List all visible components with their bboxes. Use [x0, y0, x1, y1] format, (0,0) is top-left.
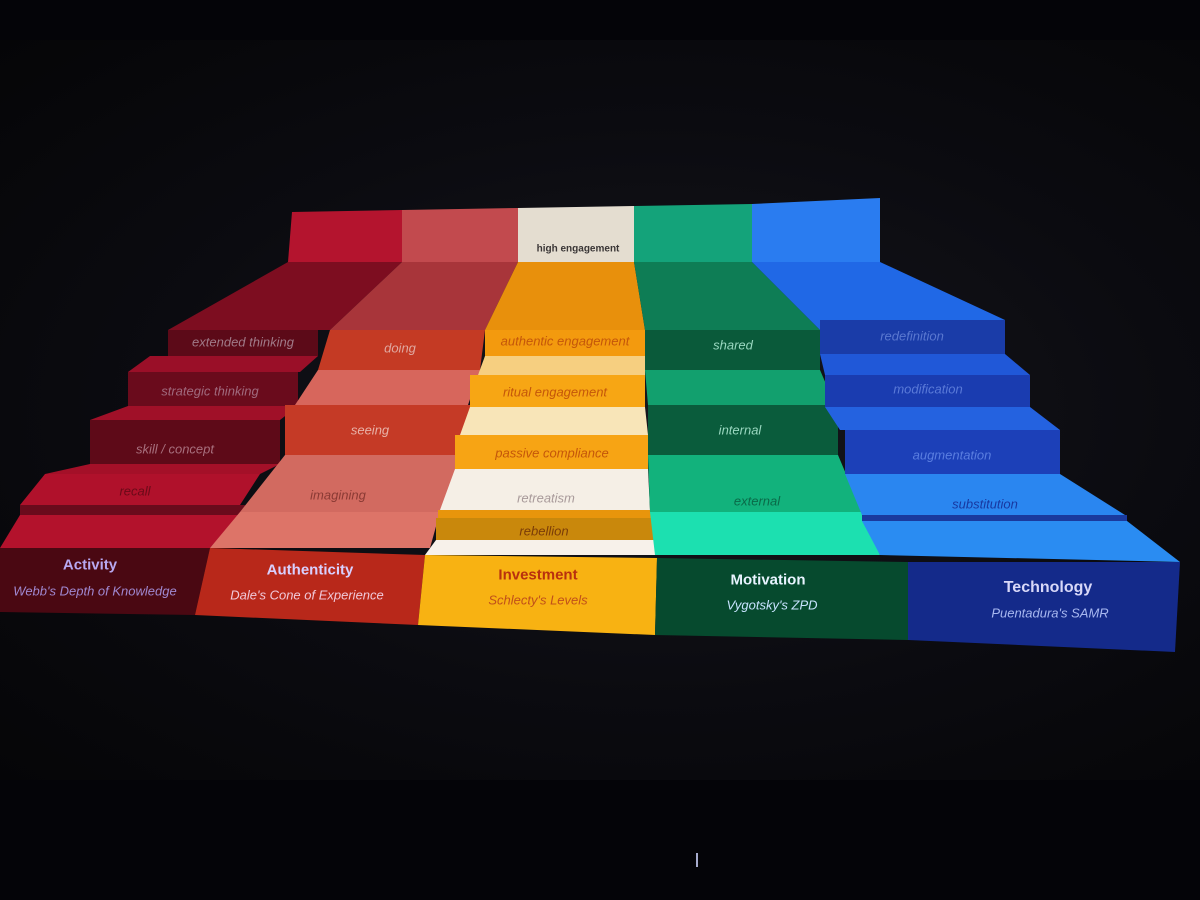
column-title-activity: Activity: [62, 556, 118, 574]
technology-stairs: [820, 320, 1180, 562]
step-label-redefinition: redefinition: [880, 328, 944, 344]
back-wall: [288, 198, 880, 262]
step-label-imagining: imagining: [310, 487, 366, 503]
step-label-authentic-engagement: authentic engagement: [500, 333, 630, 349]
step-label-extended-thinking: extended thinking: [192, 334, 294, 350]
step-label-rebellion: rebellion: [519, 523, 569, 539]
step-label-seeing: seeing: [350, 422, 390, 438]
column-title-technology: Technology: [1003, 579, 1093, 596]
step-label-external: external: [733, 493, 781, 509]
step-label-modification: modification: [893, 381, 963, 397]
investment-stairs: [425, 330, 657, 555]
step-label-internal: internal: [718, 422, 762, 438]
upper-landing: [168, 262, 1005, 330]
motivation-stairs: [645, 330, 880, 555]
step-label-ritual-engagement: ritual engagement: [502, 384, 608, 400]
column-title-motivation: Motivation: [730, 571, 806, 589]
activity-stairs: [0, 330, 318, 548]
column-subtitle-activity: Webb's Depth of Knowledge: [13, 583, 177, 599]
step-label-doing: doing: [384, 340, 416, 356]
step-label-recall: recall: [119, 483, 151, 499]
step-label-shared: shared: [713, 337, 753, 353]
column-subtitle-motivation: Vygotsky's ZPD: [726, 597, 818, 613]
step-label-passive-compliance: passive compliance: [495, 445, 609, 461]
column-title-investment: Investment: [498, 566, 578, 584]
projector-indicator-light: [696, 853, 698, 867]
high-engagement-label: high engagement: [536, 243, 620, 255]
column-title-authenticity: Authenticity: [266, 561, 354, 579]
step-label-skill-concept: skill / concept: [135, 441, 215, 457]
authenticity-stairs: [210, 330, 485, 548]
step-label-augmentation: augmentation: [912, 447, 992, 463]
step-label-retreatism: retreatism: [517, 490, 575, 506]
step-label-substitution: substitution: [952, 496, 1018, 512]
step-label-strategic-thinking: strategic thinking: [161, 383, 259, 399]
column-subtitle-technology: Puentadura's SAMR: [991, 605, 1109, 621]
column-subtitle-investment: Schlecty's Levels: [488, 592, 588, 608]
column-subtitle-authenticity: Dale's Cone of Experience: [230, 587, 384, 603]
label-band: [0, 548, 1180, 652]
